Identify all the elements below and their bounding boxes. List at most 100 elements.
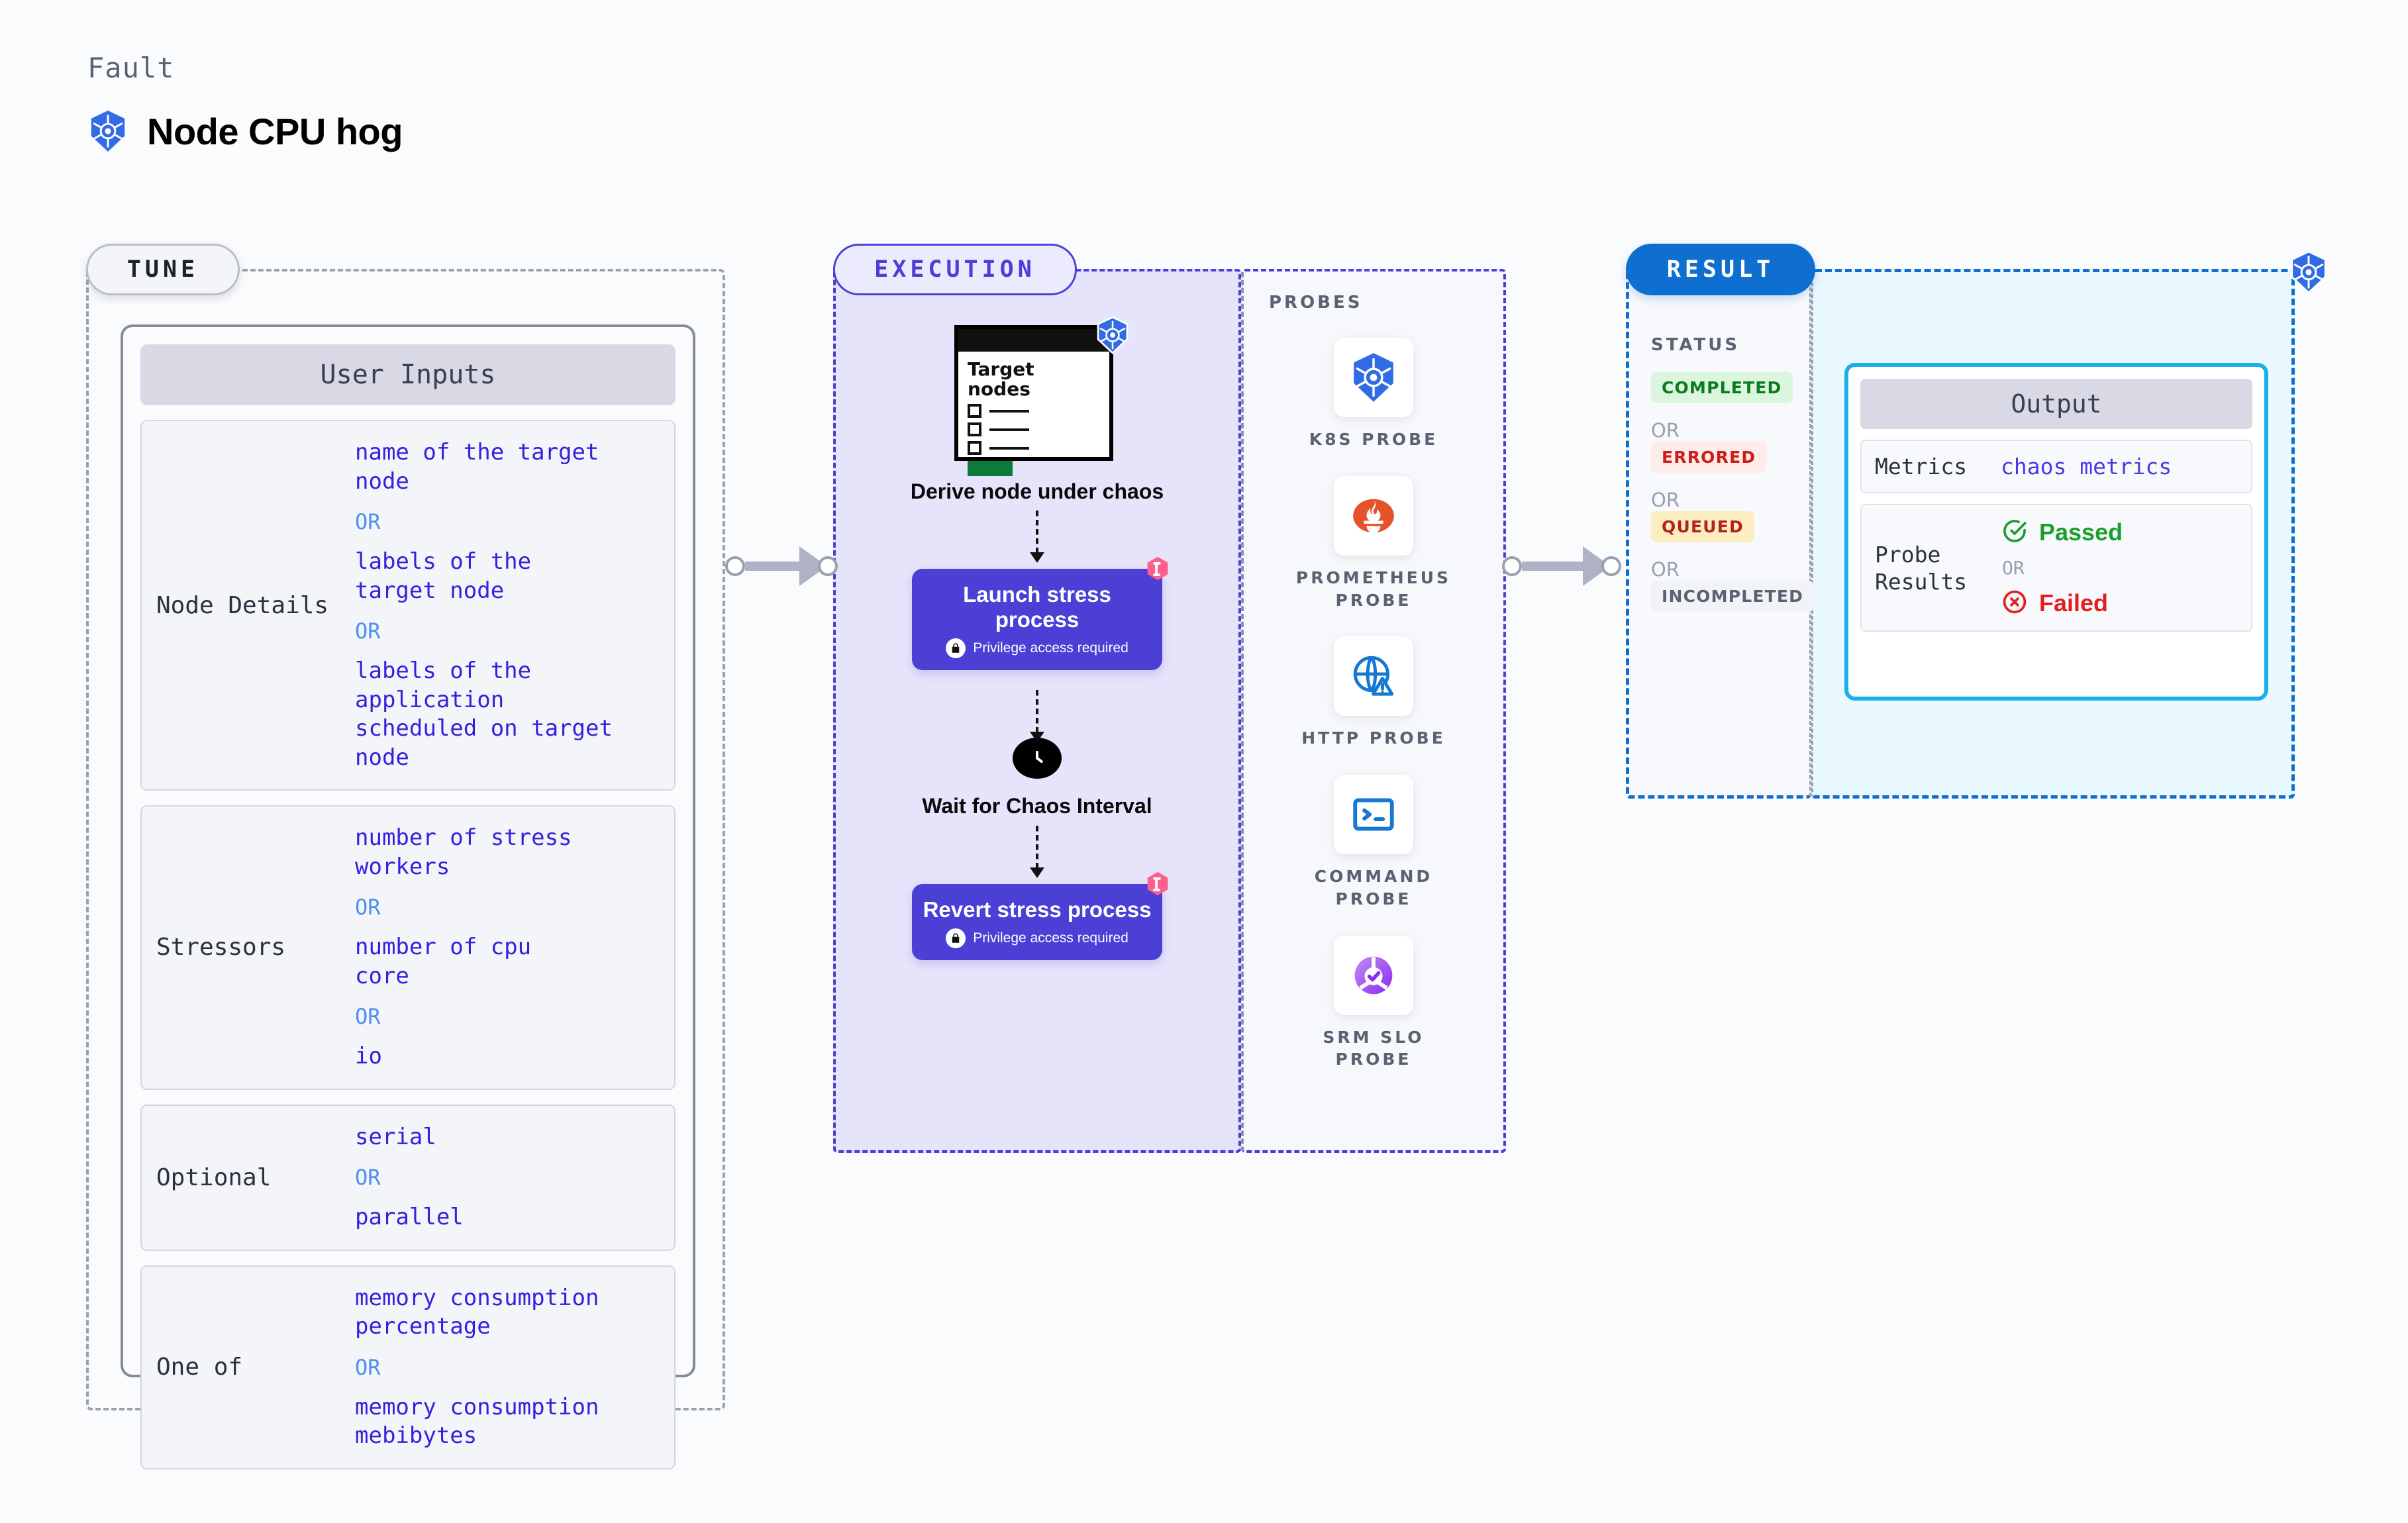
placeholder-line — [989, 428, 1029, 431]
input-group-label: Stressors — [156, 934, 286, 961]
step-subtitle: Privilege access required — [973, 930, 1129, 946]
kubernetes-icon — [87, 109, 128, 153]
privilege-note: Privilege access required — [923, 928, 1152, 948]
step-revert-stress-process[interactable]: Revert stress process Privilege access r… — [912, 871, 1168, 960]
input-value: number of stress workers — [355, 824, 572, 880]
result-tag[interactable]: RESULT — [1626, 244, 1815, 295]
input-group-values: number of stress workers OR number of cp… — [355, 824, 660, 1071]
output-card: Output Metrics chaos metrics Probe Resul… — [1844, 363, 2268, 701]
output-label: Probe Results — [1875, 541, 1968, 595]
status-badge-queued: QUEUED — [1651, 511, 1754, 542]
probe-label: K8S PROBE — [1309, 430, 1438, 449]
or-separator: OR — [1651, 558, 1680, 581]
input-group-one-of: One of memory consumption percentage OR … — [140, 1265, 676, 1469]
input-group-values: memory consumption percentage OR memory … — [355, 1284, 660, 1451]
harness-icon — [1142, 869, 1173, 903]
checkbox-icon — [968, 404, 981, 418]
target-nodes-title: Target nodes — [968, 358, 1034, 401]
connector-dot — [1502, 556, 1522, 576]
probes-heading: PROBES — [1269, 293, 1363, 313]
output-label: Metrics — [1875, 454, 1968, 479]
check-circle-icon — [2001, 517, 2029, 548]
placeholder-line — [989, 446, 1029, 450]
kubernetes-icon — [2288, 250, 2329, 297]
output-row-metrics: Metrics chaos metrics — [1860, 440, 2252, 494]
harness-icon — [1142, 554, 1173, 587]
flow-arrow — [1030, 690, 1044, 743]
output-title: Output — [1860, 379, 2252, 429]
x-circle-icon — [2001, 588, 2029, 618]
input-group-values: name of the target node OR labels of the… — [355, 438, 660, 772]
target-nodes-card: Target nodes — [954, 325, 1113, 477]
status-badge-errored: ERRORED — [1651, 442, 1767, 473]
probe-item-srm-slo[interactable]: SRM SLO PROBE — [1291, 935, 1456, 1071]
step-caption-derive-node: Derive node under chaos — [910, 479, 1164, 503]
input-value: parallel — [355, 1204, 464, 1231]
placeholder-line — [989, 409, 1029, 413]
or-separator: OR — [355, 1354, 381, 1380]
output-value-metrics: chaos metrics — [2001, 454, 2172, 480]
input-group-label: Node Details — [156, 591, 329, 619]
clock-icon — [1013, 738, 1062, 779]
or-separator: OR — [355, 1165, 381, 1191]
prometheus-icon — [1334, 475, 1413, 556]
checkbox-icon — [968, 422, 981, 437]
confirm-bar — [968, 461, 1013, 477]
connector-dot — [818, 556, 838, 576]
or-separator: OR — [1651, 489, 1680, 511]
input-value: number of cpu core — [355, 934, 532, 989]
step-caption-wait-for-chaos: Wait for Chaos Interval — [922, 794, 1152, 818]
globe-warning-icon — [1334, 636, 1413, 716]
probe-item-k8s[interactable]: K8S PROBE — [1309, 338, 1438, 451]
status-heading: STATUS — [1651, 335, 1740, 355]
probe-label: COMMAND PROBE — [1314, 867, 1433, 909]
execution-tag[interactable]: EXECUTION — [833, 244, 1077, 295]
connector-bar — [1522, 562, 1583, 571]
input-group-label: Optional — [156, 1163, 272, 1191]
target-nodes-illustration: Target nodes — [954, 316, 1129, 477]
input-value: serial — [355, 1123, 436, 1150]
node-list-item — [968, 422, 1100, 437]
probe-item-prometheus[interactable]: PROMETHEUS PROBE — [1291, 475, 1456, 612]
connector-tune-to-execution — [725, 546, 838, 586]
input-group-stressors: Stressors number of stress workers OR nu… — [140, 805, 676, 1090]
terminal-icon — [1334, 775, 1413, 854]
probe-result-label: Failed — [2039, 589, 2109, 617]
probe-label: SRM SLO PROBE — [1323, 1027, 1425, 1069]
probe-item-command[interactable]: COMMAND PROBE — [1291, 775, 1456, 910]
probe-item-http[interactable]: HTTP PROBE — [1301, 636, 1446, 750]
execution-flow: Target nodes — [833, 269, 1241, 1153]
connector-dot — [725, 556, 745, 576]
or-separator: OR — [355, 618, 381, 644]
kubernetes-icon — [1095, 316, 1130, 357]
or-separator: OR — [355, 1004, 381, 1030]
page-title: Node CPU hog — [147, 110, 403, 152]
user-inputs-card: User Inputs Node Details name of the tar… — [121, 324, 695, 1469]
connector-bar — [745, 562, 799, 571]
probe-result-values: Passed OR Failed — [2001, 517, 2123, 618]
input-value: memory consumption percentage — [355, 1284, 599, 1340]
input-value: memory consumption mebibytes — [355, 1393, 599, 1449]
privilege-note: Privilege access required — [923, 638, 1152, 659]
fault-title-row: Node CPU hog — [87, 109, 403, 153]
output-row-probe-results: Probe Results Passed OR — [1860, 504, 2252, 632]
user-inputs-title: User Inputs — [140, 344, 676, 405]
tune-tag[interactable]: TUNE — [86, 244, 240, 295]
or-separator: OR — [1651, 419, 1680, 442]
status-column: STATUS COMPLETED OR ERRORED OR QUEUED OR… — [1626, 269, 1815, 799]
status-badge-incompleted: INCOMPLETED — [1651, 581, 1815, 612]
input-value: labels of the target node — [355, 548, 532, 604]
input-group-label: One of — [156, 1353, 243, 1381]
kubernetes-icon — [1334, 338, 1413, 417]
input-value: name of the target node — [355, 439, 599, 495]
flow-arrow — [1030, 825, 1044, 878]
probe-result-label: Passed — [2039, 518, 2123, 546]
probe-label: HTTP PROBE — [1301, 728, 1446, 748]
step-launch-stress-process[interactable]: Launch stress process Privilege access r… — [912, 557, 1168, 671]
connector-dot — [1601, 556, 1621, 576]
probe-label: PROMETHEUS PROBE — [1295, 567, 1452, 610]
step-title: Launch stress process — [963, 582, 1111, 632]
lock-icon — [946, 928, 966, 948]
lock-icon — [946, 638, 966, 659]
probes-list: PROBES K8S PROBE — [1241, 269, 1506, 1153]
